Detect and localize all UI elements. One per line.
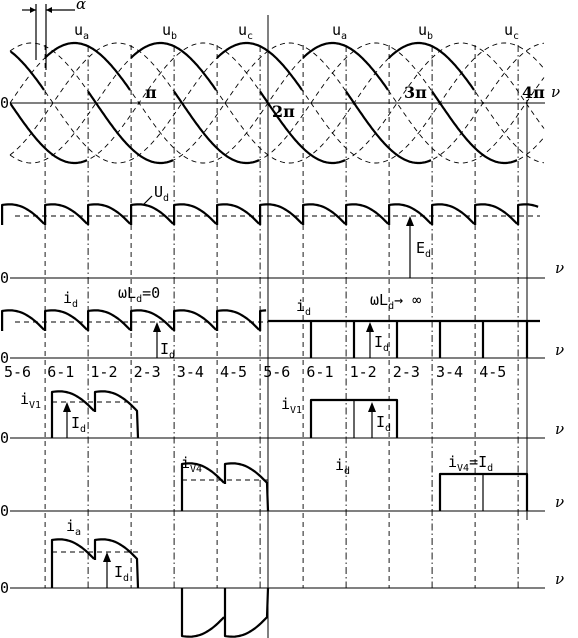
phase-c-label-2: uc	[504, 21, 519, 42]
interval-label-3: 2-3	[134, 363, 161, 381]
nu-label-1: ν	[551, 83, 560, 101]
iv1-label-left: iV1	[20, 390, 41, 411]
ed-arrow-head	[406, 216, 414, 226]
Id-label-3: Id	[71, 414, 86, 435]
phase-b-label: ub	[162, 21, 177, 42]
labels: α ua ub uc ua ub uc π 2π 3π 4π ν ν ν ν ν…	[0, 0, 564, 597]
id-arrow-left-head	[153, 322, 161, 332]
zero-label-5: 0	[0, 502, 9, 520]
guide-lines	[15, 45, 540, 588]
Id-label-4: Id	[376, 413, 391, 434]
phase-a-label-2: ua	[332, 21, 347, 42]
zero-label-2: 0	[0, 269, 9, 287]
iv1-label-right: iV1	[281, 395, 302, 416]
omega-inf-label: ωLd→ ∞	[370, 291, 421, 312]
Id-label-5: Id	[114, 563, 129, 584]
phase-c-label: uc	[238, 21, 253, 42]
ed-label: Ed	[416, 239, 431, 260]
ia-pos	[50, 538, 140, 589]
id-label-iv4: id	[335, 456, 350, 477]
pi-label: π	[145, 83, 157, 102]
interval-label-11: 4-5	[479, 363, 506, 381]
ia-label: ia	[66, 517, 81, 538]
negative-envelope	[9, 90, 518, 165]
ud-label: Ud	[154, 183, 169, 204]
alpha-label: α	[76, 0, 86, 13]
three-pi-label: 3π	[404, 83, 427, 102]
zero-label-6: 0	[0, 579, 9, 597]
four-pi-label: 4π	[522, 83, 545, 102]
interval-label-5: 4-5	[220, 363, 247, 381]
ia-arrow-head	[103, 552, 111, 562]
ia-neg	[180, 587, 270, 638]
nu-label-5: ν	[555, 493, 564, 511]
nu-label-4: ν	[555, 420, 564, 438]
interval-label-10: 3-4	[436, 363, 463, 381]
alpha-arrow-left	[30, 7, 36, 13]
id-arrow-right-head	[366, 322, 374, 332]
arrows	[22, 4, 414, 588]
positive-envelope	[10, 41, 475, 91]
ud-leader	[142, 195, 153, 206]
interval-label-8: 1-2	[350, 363, 377, 381]
iv4-left	[180, 462, 270, 512]
id-label-right: id	[296, 297, 311, 318]
interval-label-6: 5-6	[263, 363, 290, 381]
nu-label-3: ν	[555, 341, 564, 359]
current-blocks	[15, 319, 540, 553]
interval-label-9: 2-3	[393, 363, 420, 381]
alpha-arrow-right	[46, 7, 52, 13]
interval-label-0: 5-6	[4, 363, 31, 381]
iv4-eq-label: iV4=Id	[448, 453, 493, 474]
two-pi-label: 2π	[272, 102, 295, 121]
nu-label-2: ν	[555, 259, 564, 277]
nu-label-6: ν	[555, 570, 564, 588]
id-label-left: id	[63, 289, 78, 310]
sinusoid-phase-2-pos	[9, 42, 545, 164]
iv1-left	[50, 390, 140, 439]
zero-label-3: 0	[0, 349, 9, 367]
zero-label-1: 0	[0, 94, 9, 112]
interval-label-1: 6-1	[47, 363, 74, 381]
Id-label-1: Id	[160, 340, 175, 361]
id-constant-right	[268, 319, 540, 358]
omega-zero-label: ωLd=0	[118, 284, 160, 305]
iv1-arrow-left-head	[63, 402, 71, 412]
phase-b-label-2: ub	[418, 21, 433, 42]
interval-label-7: 6-1	[306, 363, 333, 381]
zero-label-4: 0	[0, 429, 9, 447]
Id-label-2: Id	[374, 333, 389, 354]
id-ripple	[1, 309, 267, 331]
interval-label-4: 3-4	[177, 363, 204, 381]
phase-a-label: ua	[74, 21, 89, 42]
interval-label-2: 1-2	[90, 363, 117, 381]
waveforms	[1, 41, 545, 638]
axes	[10, 15, 545, 638]
iv1-arrow-right-head	[368, 402, 376, 412]
interval-labels: 5-6 6-1 1-2 2-3 3-4 4-5 5-6 6-1 1-2 2-3 3-4 4-5	[4, 363, 506, 381]
ud-ripple	[1, 203, 539, 225]
iv4-label-left: iV4	[181, 454, 202, 475]
